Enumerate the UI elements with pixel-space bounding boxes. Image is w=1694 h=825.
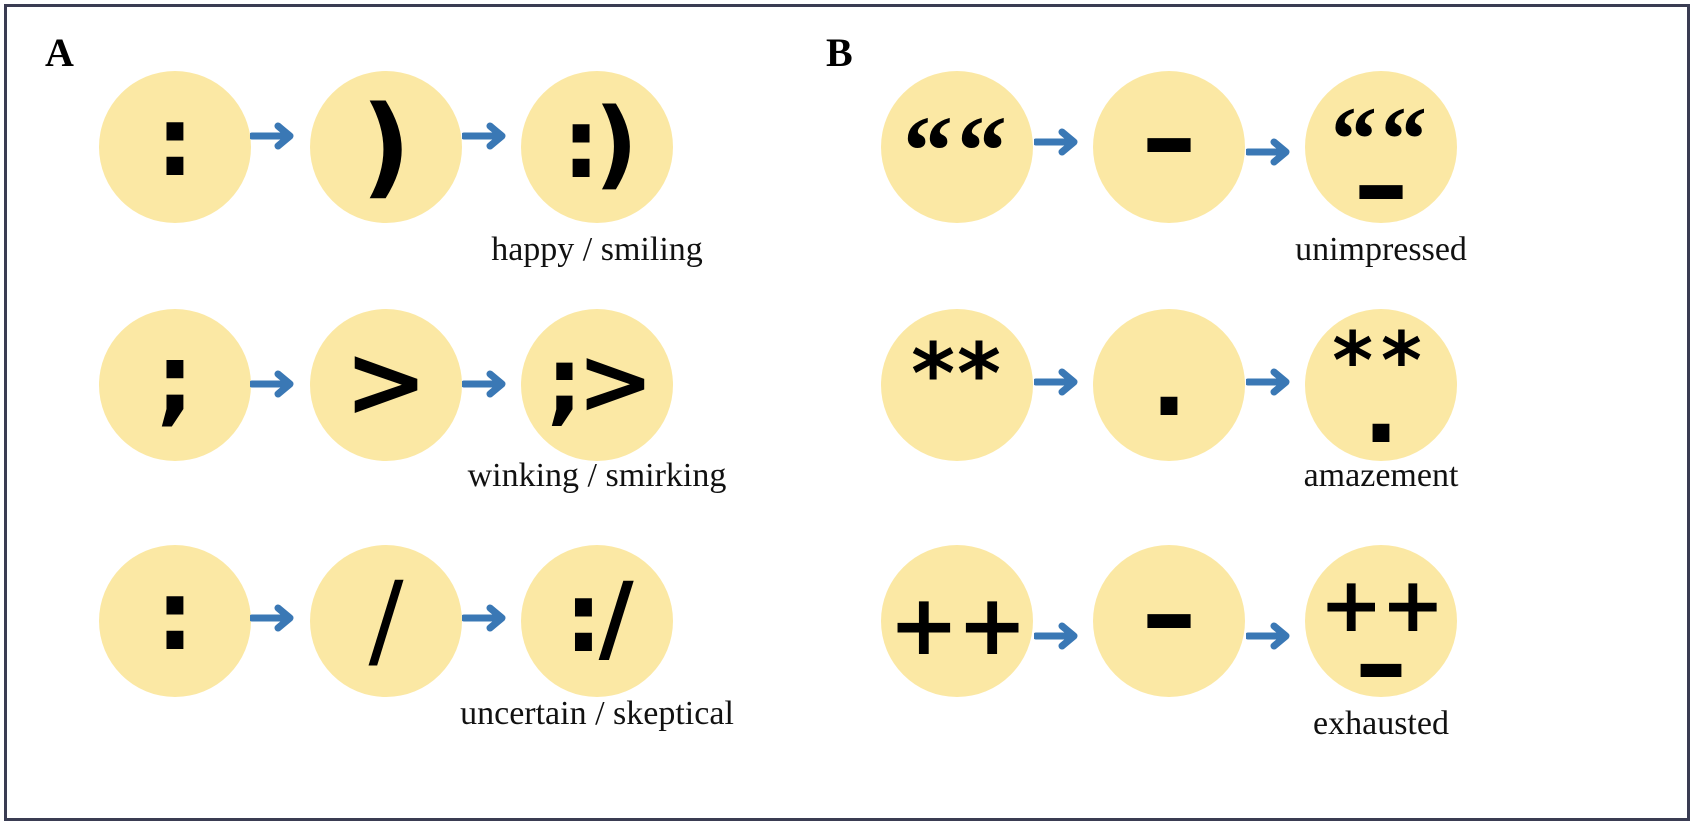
caption-happy-smiling: happy / smiling <box>491 231 703 268</box>
emoticon-part-plus-eyes: ++ <box>888 576 1028 674</box>
emoticon-part-greater-than: > <box>344 323 428 440</box>
emoticon-part-asterisk-eyes: ** <box>911 325 1003 423</box>
caption-amazement: amazement <box>1303 457 1459 494</box>
right-arrow-icon <box>250 604 294 632</box>
emoticon-mouth-dash: – <box>1353 120 1409 248</box>
caption-uncertain-skeptical: uncertain / skeptical <box>460 695 734 732</box>
caption-unimpressed: unimpressed <box>1295 231 1467 268</box>
emoticon-mouth-dash: – <box>1355 602 1407 724</box>
right-arrow-icon <box>462 122 506 150</box>
caption-winking-smirking: winking / smirking <box>467 457 727 494</box>
right-arrow-icon <box>1034 128 1078 156</box>
source-circle-b2-right: . <box>1093 309 1245 461</box>
emoticon-skeptical: :/ <box>564 562 633 674</box>
source-circle-b1-left: ““ <box>881 71 1033 223</box>
emoticon-eyes-asterisks: ** <box>1332 317 1430 407</box>
figure-frame: A : ) :) happy / smiling ; > ;> winking … <box>4 4 1690 821</box>
emoticon-part-quote-eyes: ““ <box>903 95 1011 206</box>
right-arrow-icon <box>1246 138 1290 166</box>
source-circle-a2-left: ; <box>99 309 251 461</box>
result-circle-a1: :) <box>521 71 673 223</box>
result-circle-b1: ““ – <box>1305 71 1457 239</box>
emoticon-part-colon: : <box>155 560 195 672</box>
emoticon-part-dot: . <box>1150 326 1188 438</box>
panel-label-a: A <box>45 30 74 75</box>
right-arrow-icon <box>250 370 294 398</box>
source-circle-b3-left: ++ <box>881 545 1033 697</box>
emoticon-mouth-dot: . <box>1362 353 1400 465</box>
emoticon-exhausted: ++ – <box>1305 545 1457 716</box>
source-circle-b1-right: – <box>1093 71 1245 223</box>
result-circle-b3: ++ – <box>1305 545 1457 716</box>
emoticon-unimpressed: ““ – <box>1305 71 1457 239</box>
emoticon-part-colon: : <box>155 86 195 198</box>
source-circle-a3-left: : <box>99 545 251 697</box>
right-arrow-icon <box>462 370 506 398</box>
panel-label-b: B <box>826 30 853 75</box>
emoticon-part-paren: ) <box>360 82 412 210</box>
emoticon-eyes-plus: ++ <box>1319 560 1444 649</box>
right-arrow-icon <box>1246 622 1290 650</box>
source-circle-a3-right: / <box>310 545 462 697</box>
emoticon-eyes-quotes: ““ <box>1331 88 1431 190</box>
right-arrow-icon <box>1034 368 1078 396</box>
source-circle-b3-right: – <box>1093 545 1245 697</box>
right-arrow-icon <box>250 122 294 150</box>
emoticon-happy: :) <box>561 88 638 200</box>
right-arrow-icon <box>1034 622 1078 650</box>
result-circle-b2: ** . <box>1305 309 1457 461</box>
source-circle-a1-left: : <box>99 71 251 223</box>
emoticon-part-dash: – <box>1141 73 1197 201</box>
caption-exhausted: exhausted <box>1313 705 1449 742</box>
emoticon-part-slash: / <box>368 559 404 681</box>
emoticon-part-semicolon: ; <box>155 324 195 436</box>
source-circle-a2-right: > <box>310 309 462 461</box>
result-circle-a2: ;> <box>521 309 673 461</box>
result-circle-a3: :/ <box>521 545 673 697</box>
emoticon-part-dash: – <box>1141 549 1197 677</box>
source-circle-b2-left: ** <box>881 309 1033 461</box>
emoticon-wink-smirk: ;> <box>546 328 654 435</box>
right-arrow-icon <box>1246 368 1290 396</box>
source-circle-a1-right: ) <box>310 71 462 223</box>
emoticon-amazement: ** . <box>1305 309 1457 461</box>
right-arrow-icon <box>462 604 506 632</box>
